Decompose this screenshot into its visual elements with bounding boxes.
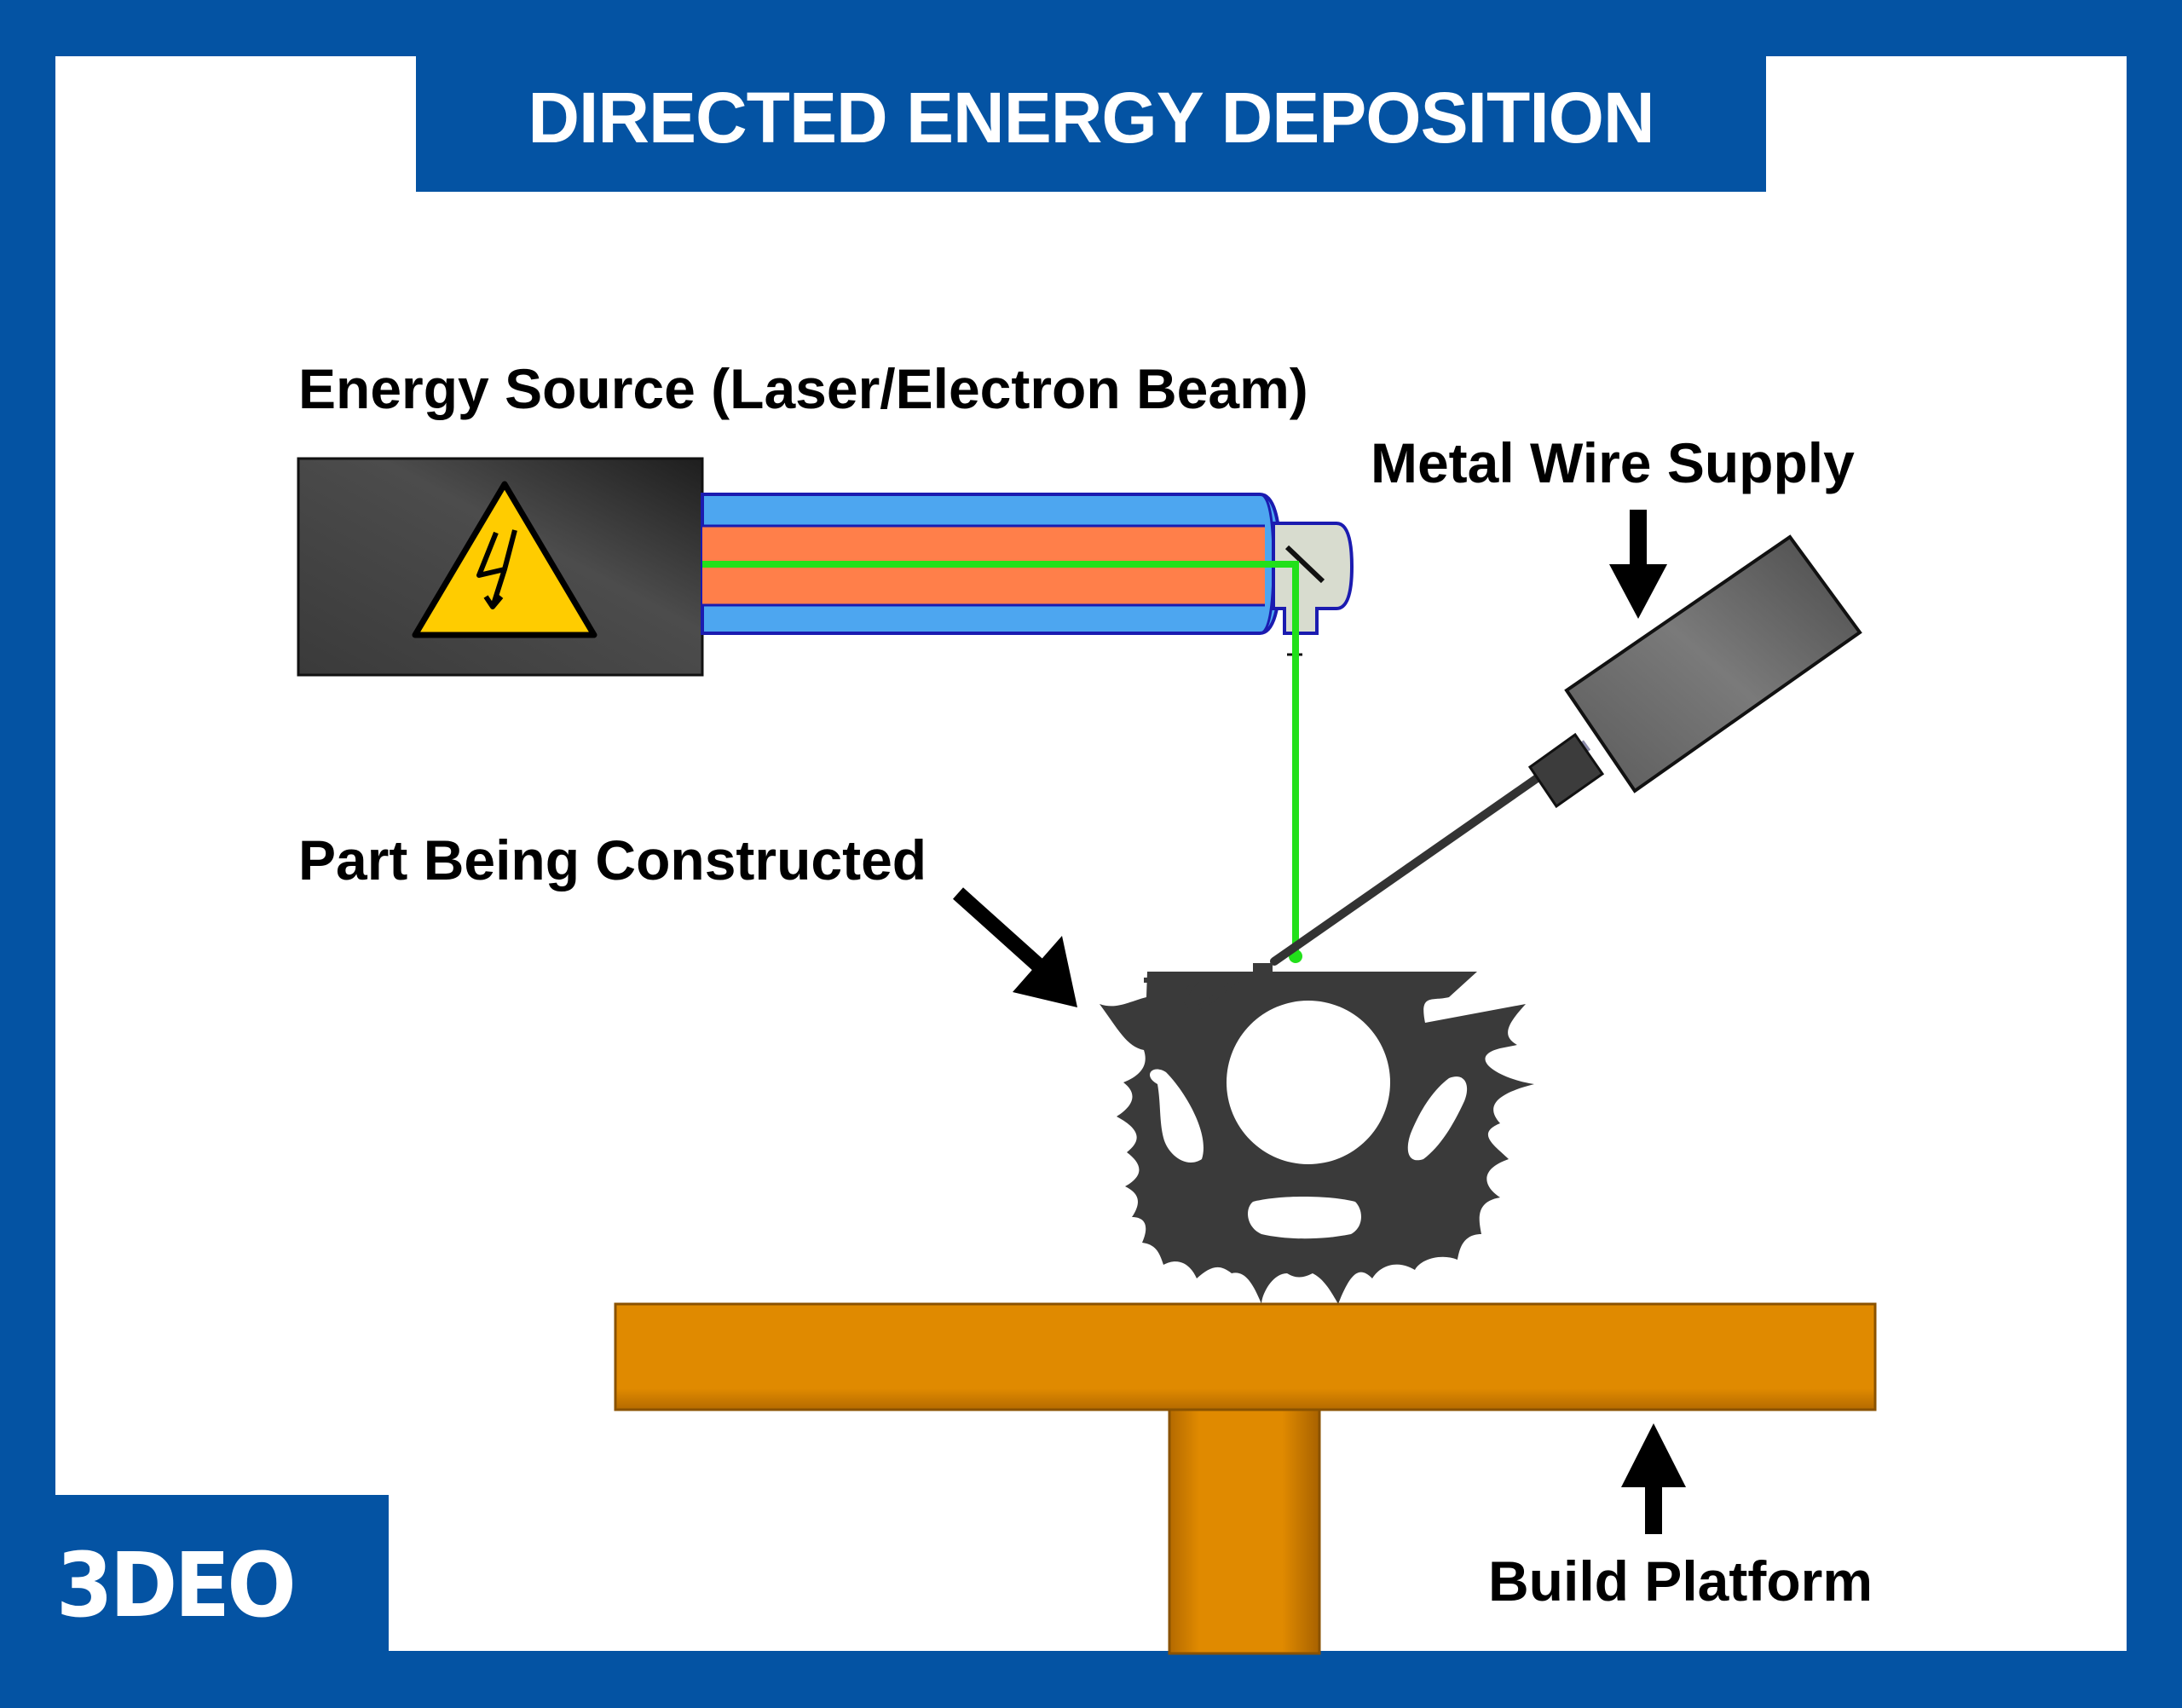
arrow-diagonal-icon xyxy=(952,887,1077,1007)
gear-part xyxy=(1100,963,1534,1304)
title-banner: DIRECTED ENERGY DEPOSITION xyxy=(416,56,1766,192)
brand-logo: 3DEO xyxy=(56,1533,297,1637)
wire-feeder xyxy=(1270,534,1862,966)
beam-nozzle xyxy=(1272,522,1354,656)
arrow-up-icon xyxy=(1621,1423,1686,1534)
logo-box xyxy=(55,1495,389,1651)
high-voltage-warning-icon xyxy=(412,481,597,638)
build-platform xyxy=(614,1302,1877,1655)
part-being-constructed-label: Part Being Constructed xyxy=(298,828,927,892)
page-title: DIRECTED ENERGY DEPOSITION xyxy=(528,78,1654,158)
energy-source-box xyxy=(297,457,704,677)
arrow-down-icon xyxy=(1609,510,1667,619)
energy-source-label: Energy Source (Laser/Electron Beam) xyxy=(298,357,1308,420)
metal-wire-supply-label: Metal Wire Supply xyxy=(1371,431,1855,494)
build-platform-label: Build Platform xyxy=(1488,1549,1873,1613)
